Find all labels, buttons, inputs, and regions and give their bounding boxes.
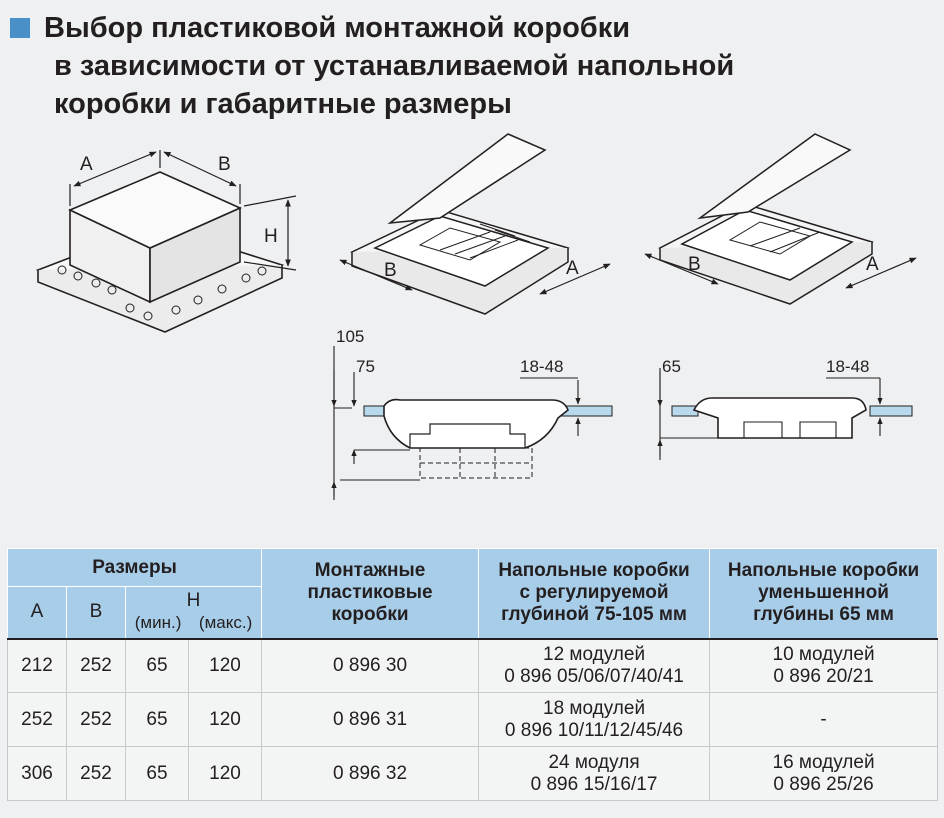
header-mounting-line-3: коробки xyxy=(331,604,409,626)
cell-reduced: - xyxy=(709,692,939,747)
dim-label-b-floorbox1: B xyxy=(384,260,397,281)
dim-label-b: B xyxy=(218,154,231,175)
cell-hmax: 120 xyxy=(187,692,263,747)
dim-label-h: H xyxy=(264,226,278,247)
header-h-min: (мин.) xyxy=(134,613,182,633)
section-adjustable-drawing xyxy=(331,346,613,500)
cell-adjustable-codes: 0 896 05/06/07/40/41 xyxy=(504,665,684,687)
header-adjustable-line-3: глубиной 75-105 мм xyxy=(501,604,687,626)
cell-hmax: 120 xyxy=(187,637,263,693)
dim-label-b-floorbox2: B xyxy=(688,254,701,275)
cell-mounting-code: 0 896 32 xyxy=(261,746,480,801)
cell-b: 252 xyxy=(66,746,126,801)
cell-a: 212 xyxy=(7,637,67,693)
table-row: 212 252 65 120 0 896 30 12 модулей 0 896… xyxy=(7,637,939,693)
cell-reduced-modules: 10 модулей xyxy=(772,643,875,665)
cell-adjustable: 12 модулей 0 896 05/06/07/40/41 xyxy=(478,637,711,693)
cell-reduced-modules: 16 модулей xyxy=(772,751,875,773)
cell-a: 306 xyxy=(7,746,67,801)
header-h: H (мин.) (макс.) xyxy=(124,586,263,639)
title-line-1: Выбор пластиковой монтажной коробки xyxy=(44,12,631,44)
cell-reduced-codes: 0 896 20/21 xyxy=(773,665,874,687)
cell-adjustable: 18 модулей 0 896 10/11/12/45/46 xyxy=(478,692,711,747)
specification-table: Размеры Монтажные пластиковые коробки На… xyxy=(6,548,939,801)
cell-adjustable-codes: 0 896 15/16/17 xyxy=(530,773,658,795)
cell-mounting-code: 0 896 30 xyxy=(261,637,480,693)
title-line-2: в зависимости от устанавливаемой напольн… xyxy=(54,50,735,82)
table-row: 306 252 65 120 0 896 32 24 модуля 0 896 … xyxy=(7,746,939,801)
header-mounting-line-2: пластиковые xyxy=(307,582,433,604)
cell-b: 252 xyxy=(66,692,126,747)
header-reduced-line-1: Напольные коробки xyxy=(727,560,920,582)
cell-adjustable-modules: 12 модулей xyxy=(543,643,646,665)
title-line-3: коробки и габаритные размеры xyxy=(54,88,512,120)
header-reduced-floor-boxes: Напольные коробки уменьшенной глубины 65… xyxy=(709,548,939,639)
mounting-box-drawing xyxy=(35,171,285,333)
section-right-depth: 65 xyxy=(662,357,681,376)
header-h-max: (макс.) xyxy=(198,613,253,633)
section-right-range: 18-48 xyxy=(826,357,869,376)
cell-adjustable-modules: 24 модуля xyxy=(548,751,640,773)
technical-drawings: A B H B A B A xyxy=(35,133,917,500)
title-bullet-square xyxy=(10,18,30,38)
cell-hmin: 65 xyxy=(125,692,189,747)
header-dimensions: Размеры xyxy=(6,548,263,587)
header-adjustable-line-1: Напольные коробки xyxy=(498,560,690,582)
section-left-inner-depth: 75 xyxy=(356,357,375,376)
section-left-range: 18-48 xyxy=(520,357,563,376)
cell-reduced: 10 модулей 0 896 20/21 xyxy=(709,637,939,693)
section-reduced-drawing xyxy=(657,368,913,460)
dim-label-a-floorbox1: A xyxy=(566,258,579,279)
cell-mounting-code: 0 896 31 xyxy=(261,692,480,747)
header-adjustable-line-2: с регулируемой xyxy=(519,582,669,604)
cell-adjustable-codes: 0 896 10/11/12/45/46 xyxy=(504,719,684,741)
dim-label-a: A xyxy=(80,154,93,175)
header-h-letter: H xyxy=(186,590,201,612)
cell-reduced-codes: 0 896 25/26 xyxy=(773,773,874,795)
cell-hmin: 65 xyxy=(125,637,189,693)
cell-hmin: 65 xyxy=(125,746,189,801)
header-reduced-line-3: глубины 65 мм xyxy=(753,604,894,626)
section-left-outer-depth: 105 xyxy=(336,327,364,346)
header-mounting-boxes: Монтажные пластиковые коробки xyxy=(261,548,480,639)
dim-label-a-floorbox2: A xyxy=(866,254,879,275)
floor-box-adjustable-drawing xyxy=(350,133,570,315)
cell-reduced-modules: - xyxy=(820,708,827,730)
cell-adjustable: 24 модуля 0 896 15/16/17 xyxy=(478,746,711,801)
floor-box-reduced-drawing xyxy=(658,133,874,305)
header-reduced-line-2: уменьшенной xyxy=(758,582,889,604)
header-b: B xyxy=(66,586,126,639)
cell-adjustable-modules: 18 модулей xyxy=(543,697,646,719)
cell-a: 252 xyxy=(7,692,67,747)
cell-hmax: 120 xyxy=(187,746,263,801)
header-mounting-line-1: Монтажные xyxy=(314,560,426,582)
header-adjustable-floor-boxes: Напольные коробки с регулируемой глубино… xyxy=(478,548,711,639)
cell-b: 252 xyxy=(66,637,126,693)
header-a: A xyxy=(7,586,67,639)
table-row: 252 252 65 120 0 896 31 18 модулей 0 896… xyxy=(7,692,939,747)
cell-reduced: 16 модулей 0 896 25/26 xyxy=(709,746,939,801)
